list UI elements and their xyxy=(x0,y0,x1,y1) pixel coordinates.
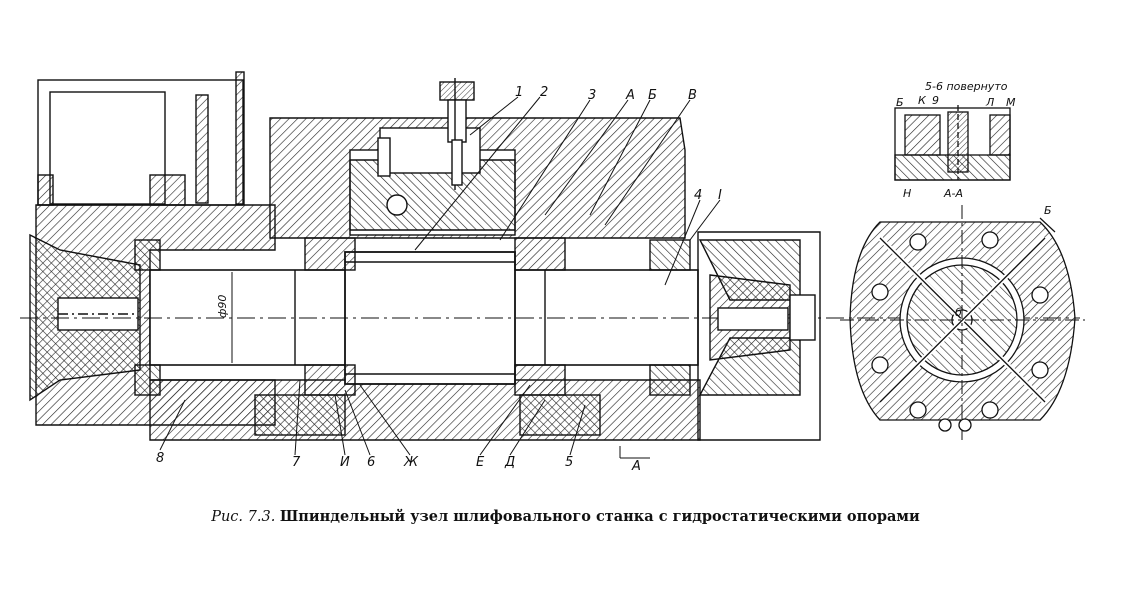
detail-label-b: Б xyxy=(896,96,904,109)
detail-section: А-А xyxy=(943,187,963,200)
detail-title: 5-6 повернуто xyxy=(925,80,1008,93)
detail-label-k: К xyxy=(918,94,927,107)
end-view-labels: Б б xyxy=(955,204,1052,319)
label-e: Е xyxy=(476,455,485,470)
label-zh: Ж xyxy=(403,455,419,470)
top-labels: 1 2 3 А Б В 4 I xyxy=(515,85,722,203)
label-1: 1 xyxy=(515,85,523,100)
figure-number: Рис. 7.3. xyxy=(211,509,276,525)
label-d: Д xyxy=(504,455,515,470)
end-label-b: Б xyxy=(1044,204,1052,217)
shaft-diameter: ф90 xyxy=(216,295,229,318)
detail-label-n: Н xyxy=(903,187,911,200)
bottom-labels: 8 7 И 6 Ж Е Д 5 А ф90 xyxy=(156,295,641,474)
main-section-view xyxy=(20,71,1080,441)
detail-view xyxy=(894,105,1011,181)
label-4: 4 xyxy=(694,188,702,203)
label-i: I xyxy=(718,188,722,203)
detail-label-9: 9 xyxy=(932,94,939,107)
detail-labels: 5-6 повернуто Б К 9 Л М Н А-А xyxy=(896,80,1016,200)
label-6: 6 xyxy=(367,455,375,470)
label-b: Б xyxy=(648,88,657,103)
end-view xyxy=(840,205,1085,440)
leader-lines xyxy=(159,96,721,459)
detail-label-l: Л xyxy=(985,96,994,109)
label-5: 5 xyxy=(565,455,573,470)
label-v: В xyxy=(688,88,697,103)
figure-title: Шпиндельный узел шлифовального станка с … xyxy=(279,508,920,525)
end-label-center: б xyxy=(955,306,962,319)
label-8: 8 xyxy=(156,451,164,466)
label-7: 7 xyxy=(292,455,301,470)
detail-label-m: М xyxy=(1006,96,1016,109)
label-3: 3 xyxy=(588,88,596,103)
label-a: А xyxy=(625,88,635,103)
section-mark-a: А xyxy=(631,459,641,474)
label-2: 2 xyxy=(540,85,548,100)
figure-caption: Рис. 7.3. Шпиндельный узел шлифовального… xyxy=(0,508,1131,525)
label-i-cyr: И xyxy=(340,455,350,470)
